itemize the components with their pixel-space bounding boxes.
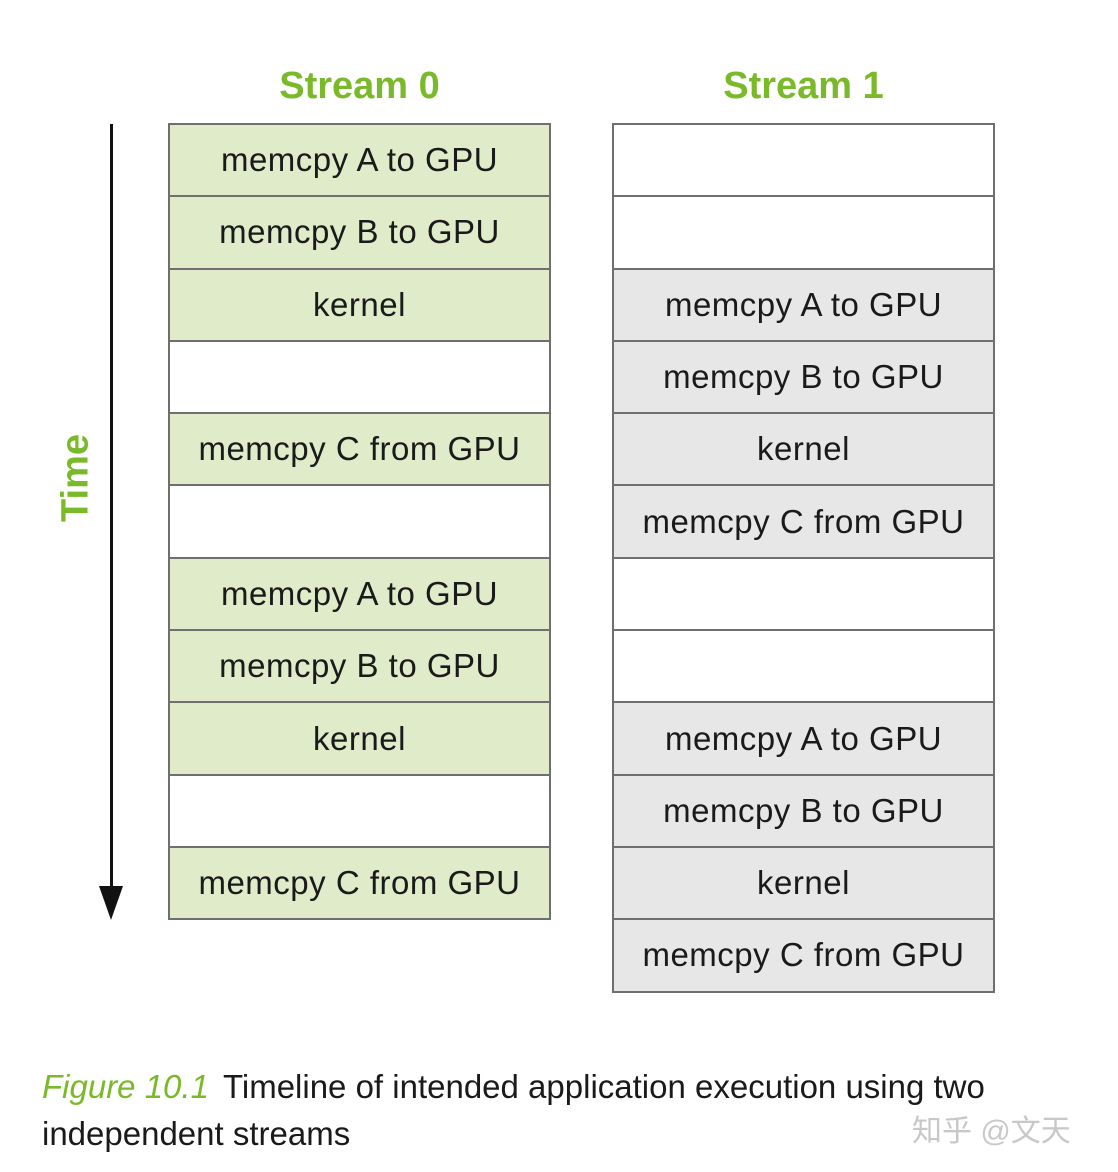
stream-0-task-cell: memcpy B to GPU: [168, 195, 551, 270]
stream-0-column: memcpy A to GPU memcpy B to GPU kernel memc…: [168, 123, 551, 921]
stream-1-task-cell: memcpy B to GPU: [612, 773, 995, 848]
stream-0-task-cell: kernel: [168, 267, 551, 342]
time-axis-label: Time: [54, 433, 97, 523]
stream-1-idle-cell: [612, 195, 995, 270]
stream-0-idle-cell: [168, 773, 551, 848]
stream-1-column: memcpy A to GPU memcpy B to GPU kernel memc…: [612, 123, 995, 993]
stream-0-idle-cell: [168, 484, 551, 559]
watermark: 知乎 @文天: [912, 1115, 1071, 1148]
stream-1-task-cell: memcpy A to GPU: [612, 267, 995, 342]
stream-0-task-cell: memcpy B to GPU: [168, 629, 551, 704]
figure-label: Figure 10.1: [42, 1068, 209, 1105]
stream-0-task-cell: memcpy C from GPU: [168, 412, 551, 487]
stream-1-idle-cell: [612, 629, 995, 704]
stream-1-task-cell: kernel: [612, 845, 995, 921]
task-label: memcpy B to GPU: [219, 647, 500, 685]
stream-1-title: Stream 1: [723, 65, 884, 107]
stream-0-task-cell: memcpy A to GPU: [168, 556, 551, 632]
task-label: memcpy C from GPU: [198, 430, 521, 468]
task-label: memcpy B to GPU: [219, 213, 500, 251]
stream-1-task-cell: memcpy B to GPU: [612, 339, 995, 415]
task-label: memcpy B to GPU: [663, 358, 944, 396]
task-label: memcpy A to GPU: [664, 719, 943, 757]
task-label: kernel: [313, 285, 406, 323]
task-label: memcpy A to GPU: [220, 574, 499, 612]
task-label: memcpy A to GPU: [664, 285, 943, 323]
task-label: memcpy C from GPU: [642, 936, 965, 974]
time-axis: [95, 124, 127, 924]
task-label: memcpy B to GPU: [663, 791, 944, 829]
stream-0-title: Stream 0: [279, 65, 440, 107]
stream-1-task-cell: memcpy C from GPU: [612, 484, 995, 559]
stream-1-task-cell: kernel: [612, 412, 995, 487]
task-label: kernel: [313, 719, 406, 757]
stream-1-idle-cell: [612, 556, 995, 632]
task-label: kernel: [757, 864, 850, 902]
stream-0-idle-cell: [168, 339, 551, 415]
stream-0-task-cell: memcpy A to GPU: [168, 123, 551, 198]
task-label: memcpy C from GPU: [642, 502, 965, 540]
stream-1-idle-cell: [612, 123, 995, 198]
stream-1-task-cell: memcpy C from GPU: [612, 918, 995, 993]
task-label: kernel: [757, 430, 850, 468]
figure-caption-text: Timeline of intended application executi…: [42, 1068, 985, 1152]
task-label: memcpy C from GPU: [198, 864, 521, 902]
arrow-down-icon: [99, 886, 123, 920]
stream-0-task-cell: memcpy C from GPU: [168, 845, 551, 921]
time-axis-line: [110, 124, 113, 894]
stream-0-task-cell: kernel: [168, 701, 551, 776]
stream-1-task-cell: memcpy A to GPU: [612, 701, 995, 776]
task-label: memcpy A to GPU: [220, 141, 499, 179]
